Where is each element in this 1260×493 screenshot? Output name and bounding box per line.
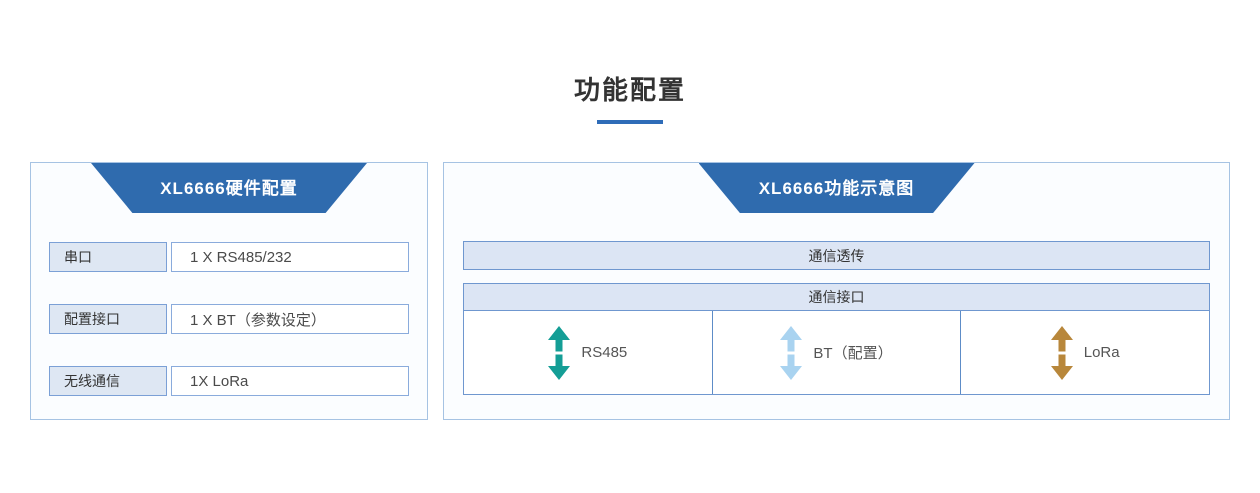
hardware-row-value: 1 X BT（参数设定） <box>171 304 409 334</box>
interface-table: 通信接口 RS485 <box>463 283 1210 395</box>
interface-cell-label: LoRa <box>1083 344 1120 361</box>
function-diagram-panel: XL6666功能示意图 通信透传 通信接口 RS485 <box>443 162 1230 420</box>
double-vertical-arrow-icon <box>548 325 571 380</box>
title-underline <box>597 120 663 124</box>
interface-cell-lora: LoRa <box>960 311 1209 394</box>
hardware-config-panel: XL6666硬件配置 串口 1 X RS485/232 配置接口 1 X BT（… <box>30 162 428 420</box>
interface-cell-bt: BT（配置） <box>711 311 961 394</box>
interface-cell-label: BT（配置） <box>813 345 893 362</box>
hardware-rows: 串口 1 X RS485/232 配置接口 1 X BT（参数设定） 无线通信 … <box>49 242 409 396</box>
hardware-row-label: 配置接口 <box>49 304 167 334</box>
interface-cell-label: RS485 <box>581 344 628 361</box>
page-title: 功能配置 <box>573 75 686 105</box>
hardware-row-config-interface: 配置接口 1 X BT（参数设定） <box>49 304 409 334</box>
hardware-row-value: 1X LoRa <box>171 366 409 396</box>
function-panel-header: XL6666功能示意图 <box>698 163 975 213</box>
hardware-panel-header: XL6666硬件配置 <box>91 163 367 213</box>
hardware-panel-title: XL6666硬件配置 <box>160 178 298 198</box>
passthrough-bar: 通信透传 <box>463 241 1210 270</box>
page-header: 功能配置 <box>0 0 1260 124</box>
hardware-row-serial: 串口 1 X RS485/232 <box>49 242 409 272</box>
hardware-row-wireless: 无线通信 1X LoRa <box>49 366 409 396</box>
function-panel-title: XL6666功能示意图 <box>758 178 915 198</box>
interface-table-header: 通信接口 <box>464 284 1209 311</box>
interface-cells: RS485 BT（配置） <box>464 311 1209 394</box>
panels-container: XL6666硬件配置 串口 1 X RS485/232 配置接口 1 X BT（… <box>30 162 1230 420</box>
double-vertical-arrow-icon <box>780 325 803 380</box>
double-vertical-arrow-icon <box>1050 325 1073 380</box>
interface-cell-rs485: RS485 <box>464 311 712 394</box>
hardware-row-label: 串口 <box>49 242 167 272</box>
hardware-row-label: 无线通信 <box>49 366 167 396</box>
hardware-row-value: 1 X RS485/232 <box>171 242 409 272</box>
